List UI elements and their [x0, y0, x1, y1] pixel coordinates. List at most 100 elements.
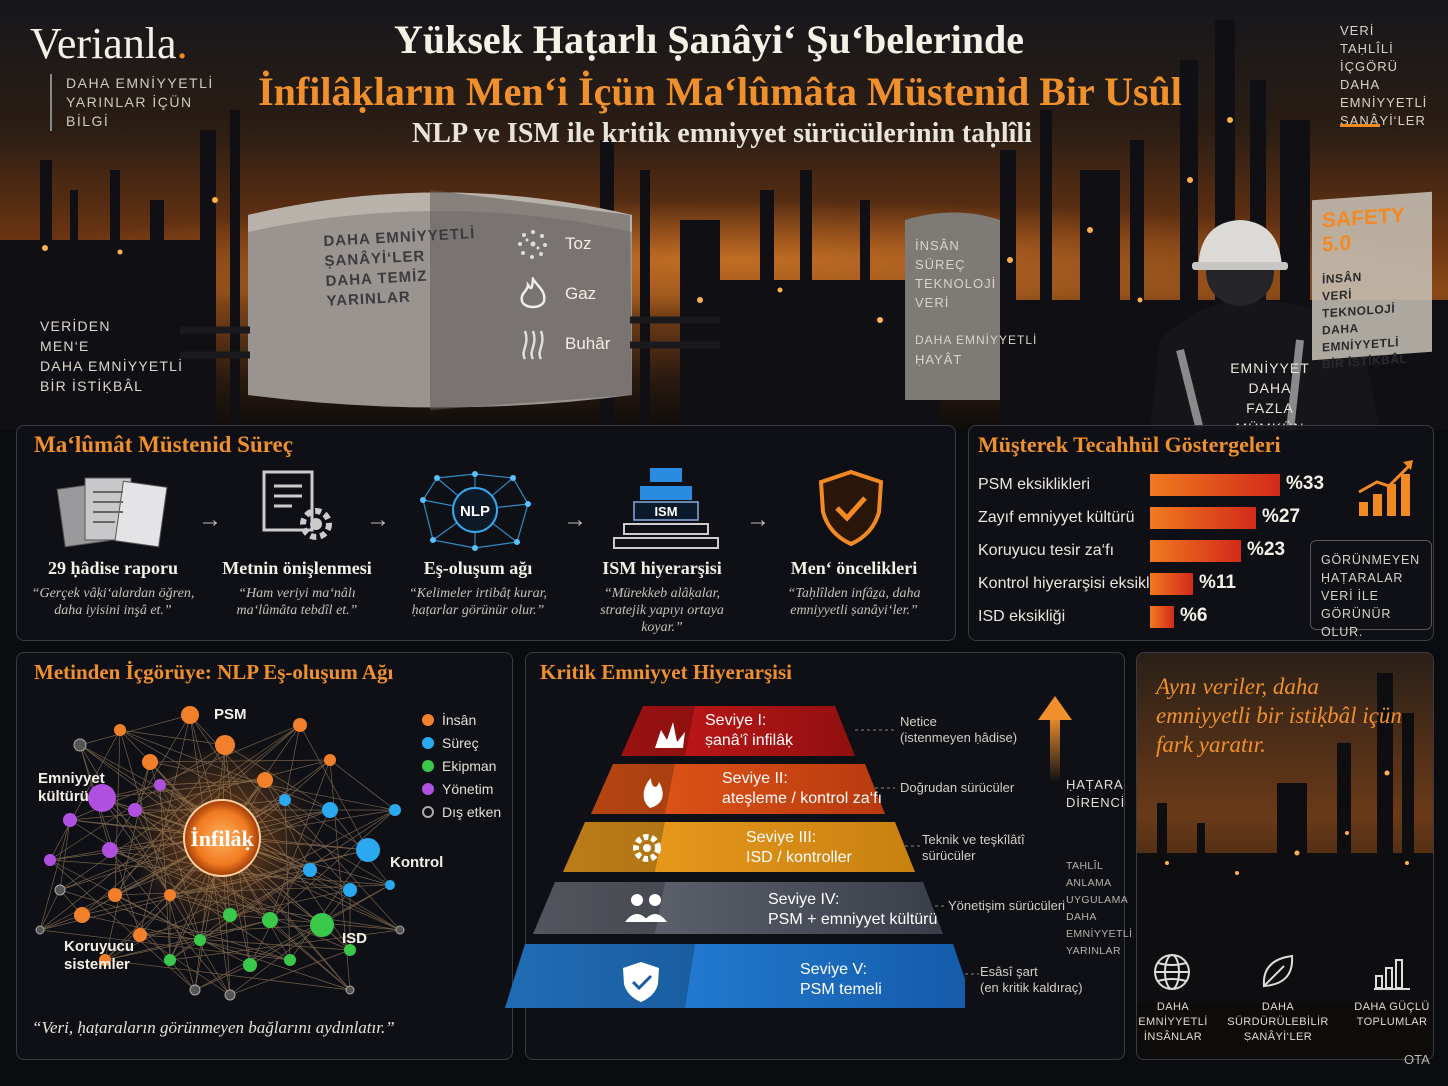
network-node [257, 772, 273, 788]
legend-dot [422, 737, 434, 749]
indicator-value: %27 [1262, 506, 1301, 527]
node-isd-label: ISD [342, 930, 368, 947]
network-node [343, 883, 357, 897]
network-node [63, 813, 77, 827]
level-1: Seviye I:ṣanâ‘î infilâḳ [705, 712, 794, 749]
indicator-value: %6 [1180, 605, 1208, 626]
legend-dot [422, 760, 434, 772]
network-node [133, 928, 147, 942]
dust-icon [515, 226, 551, 262]
legend-label: Yönetim [442, 781, 494, 797]
network-node [102, 842, 118, 858]
hierarchy-pyramid [505, 706, 965, 1008]
indicator-label: Kontrol hiyerarşisi eksikliği [978, 575, 1166, 592]
arrow-3: → [563, 506, 587, 533]
closing-panel [1136, 652, 1434, 1060]
resistance-arrow-icon [1038, 696, 1072, 782]
indicator-bar [1150, 474, 1280, 496]
indicator-bar [1150, 507, 1256, 529]
ism-badge: ISM [654, 504, 677, 519]
indicator-value: %11 [1199, 572, 1236, 593]
network-node [189, 984, 201, 996]
arrow-1: → [198, 506, 222, 533]
hazard-steam: Buhâr [515, 326, 610, 362]
network-node [389, 804, 401, 816]
step-reports: 29 ḥâdise raporu“Gerçek vâḳi‘alardan öğr… [31, 558, 195, 618]
network-node [322, 802, 338, 818]
network-node [164, 889, 176, 901]
network-node [142, 754, 158, 770]
network-node [262, 912, 278, 928]
text-gear-icon [262, 470, 332, 540]
legend-item: Ekipman [422, 758, 496, 774]
indicator-value: %23 [1247, 539, 1286, 560]
people-icon [625, 894, 667, 922]
indicator-bar [1150, 573, 1193, 595]
shield-icon [623, 962, 659, 1002]
network-node [385, 880, 395, 890]
indicator-label: ISD eksikliği [978, 608, 1066, 625]
connector-lines [855, 729, 979, 975]
network-node [215, 735, 235, 755]
legend-label: Ekipman [442, 758, 497, 774]
legend-label: Süreç [442, 735, 479, 751]
network-node [243, 958, 257, 972]
indicator-label: Koruyucu tesir za‘fı [978, 542, 1115, 559]
indicator-bar [1150, 606, 1174, 628]
network-node [74, 907, 90, 923]
arrow-4: → [746, 506, 770, 533]
node-psm-label: PSM [214, 706, 247, 723]
network-node [164, 954, 176, 966]
flame-icon [515, 276, 551, 312]
step-ism: ISM hiyerarşisi“Mürekkeb alâḳalar, strat… [600, 558, 724, 635]
steam-icon [515, 326, 551, 362]
bar-chart-icon [1374, 959, 1410, 990]
indicator-label: PSM eksiklikleri [978, 476, 1091, 493]
step-priorities: Men‘ öncelikleri“Taḥlîlden infâẕa, daha … [787, 558, 921, 618]
subtitle: NLP ve ISM ile kritik emniyyet sürücüler… [412, 118, 1032, 149]
level-3: Seviye III:ISD / kontroller [746, 829, 852, 866]
nlp-network-icon: NLP [420, 471, 531, 551]
level-2: Seviye II:ateşleme / kontrol za‘fı [722, 770, 883, 807]
hazard-dust: Toz [515, 226, 591, 262]
network-node [284, 954, 296, 966]
legend-item: Dış etken [422, 804, 501, 820]
network-node [224, 989, 236, 1001]
accent-bar [1340, 124, 1380, 127]
process-title: Ma‘lûmât Müstenid Süreç [34, 432, 293, 457]
network-node [310, 913, 334, 937]
level-4: Seviye IV:PSM + emniyyet kültürü [768, 891, 938, 928]
closing-quote: Aynı veriler, daha emniyyetli bir istiḳb… [1156, 674, 1402, 757]
legend-dot [422, 783, 434, 795]
level-1-side: Netice(istenmeyen ḥâdise) [900, 714, 1018, 745]
legend-dot [422, 806, 434, 818]
network-node [54, 884, 66, 896]
node-control-label: Kontrol [390, 854, 444, 871]
network-node [99, 954, 111, 966]
fire-icon [643, 778, 663, 808]
network-node [344, 944, 356, 956]
explosion-icon [655, 722, 685, 748]
legend-item: Süreç [422, 735, 479, 751]
step-cooccurrence: Eş-oluşum ağı“Kelimeler irtibâṭ kurar, ḥ… [408, 558, 548, 618]
network-node [128, 803, 142, 817]
step-preprocessing: Metnin önişlenmesi“Ham veriyi ma‘nâlı ma… [222, 558, 372, 618]
brand-logo: Verianla. [30, 19, 188, 68]
indicator-value: %33 [1286, 473, 1325, 494]
network-node [303, 863, 317, 877]
network-node [395, 925, 405, 935]
network-node [35, 925, 45, 935]
title-line-2: İnfilâḳların Men‘i İçün Ma‘lûmâta Müsten… [258, 69, 1182, 114]
center-node-label: İnfilâḳ [190, 826, 254, 851]
